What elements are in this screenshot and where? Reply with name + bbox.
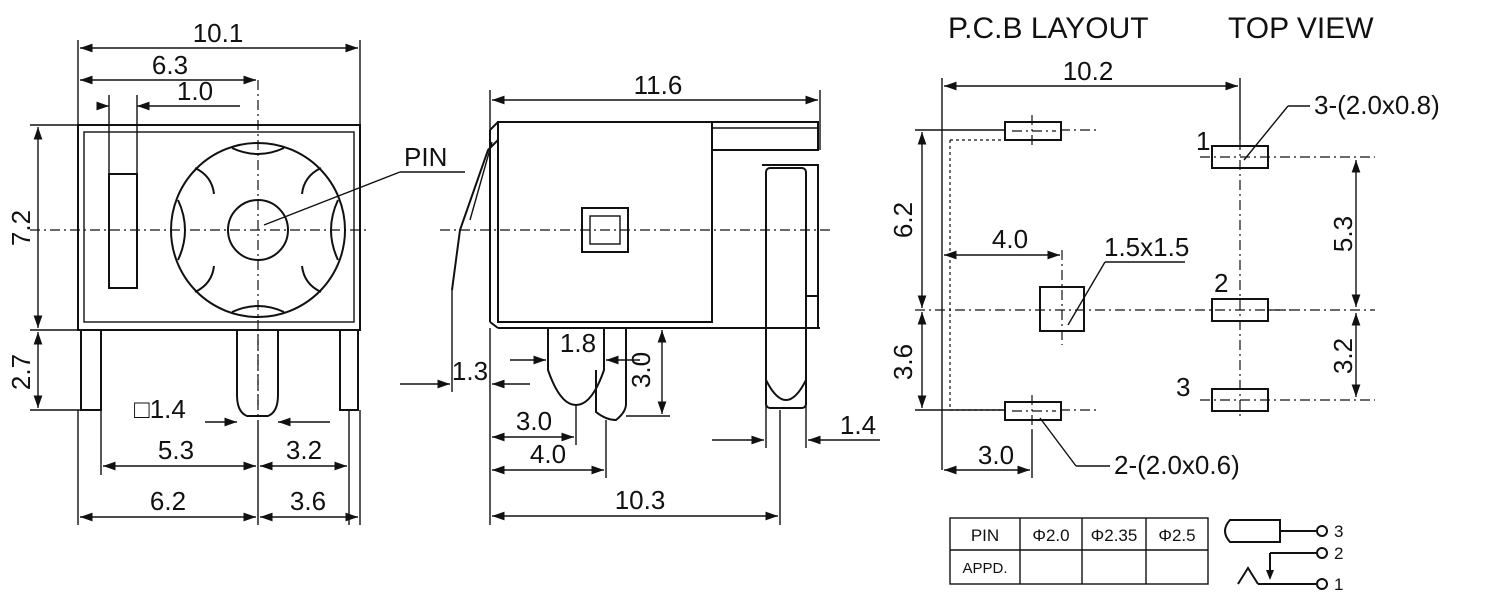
dim-10-2: 10.2 <box>1063 56 1114 86</box>
dim-base-left: 6.2 <box>150 486 186 516</box>
dim-front-width: 10.1 <box>193 18 244 48</box>
schematic-plug <box>1224 519 1281 543</box>
front-slot <box>108 173 138 289</box>
dim-6-2: 6.2 <box>888 202 918 238</box>
pads-small-size: 2-(2.0x0.6) <box>1114 450 1240 480</box>
front-pin-center <box>236 330 279 417</box>
pcb-pin-3-label: 3 <box>1176 372 1190 402</box>
side-pin-2 <box>595 328 627 422</box>
pads-large-size: 3-(2.0x0.8) <box>1314 90 1440 120</box>
dim-pcb-4-0: 4.0 <box>992 224 1028 254</box>
leader-square-pad <box>1067 261 1106 326</box>
front-body-inner <box>83 131 355 323</box>
dim-front-pin-len: 2.7 <box>6 354 36 390</box>
dim-1-3: 1.3 <box>452 356 488 386</box>
dim-3-6: 3.6 <box>888 344 918 380</box>
spec-table: PIN Φ2.0 Φ2.35 Φ2.5 APPD. <box>949 517 1209 585</box>
side-view: 11.6 1.3 1.8 3.0 3.0 4.0 10.3 1.4 <box>400 70 880 525</box>
pcb-title: P.C.B LAYOUT <box>948 12 1149 45</box>
schematic-terminal-3: 3 <box>1334 522 1343 541</box>
dim-right-pins: 3.2 <box>286 435 322 465</box>
dim-3-2: 3.2 <box>1328 338 1358 374</box>
dim-side-length: 11.6 <box>634 70 683 100</box>
dim-front-height: 7.2 <box>6 210 36 246</box>
dim-pcb-3-0: 3.0 <box>978 440 1014 470</box>
front-view: 10.1 6.3 1.0 7.2 2.7 □1.4 5.3 3.2 <box>6 18 465 525</box>
pcb-pad-top-left <box>1004 121 1062 141</box>
dim-3-0: 3.0 <box>516 406 552 436</box>
pin-leader <box>263 171 401 226</box>
table-header-d235: Φ2.35 <box>1091 526 1138 545</box>
dim-1-4: 1.4 <box>840 410 876 440</box>
leader-small-pads <box>1039 417 1077 467</box>
pcb-pad-bottom-left <box>1004 401 1062 421</box>
dim-front-slot: 1.0 <box>177 76 213 106</box>
pin-label: PIN <box>404 142 447 172</box>
front-pin-left <box>80 329 102 411</box>
front-pin-right <box>339 329 359 411</box>
pcb-pin-2-label: 2 <box>1214 268 1228 298</box>
schematic-terminal-2: 2 <box>1334 544 1343 563</box>
top-view-title: TOP VIEW <box>1228 12 1374 45</box>
table-row-appd: APPD. <box>962 560 1007 577</box>
pcb-layout: P.C.B LAYOUT TOP VIEW 10.2 6.2 3.6 <box>888 12 1440 480</box>
dim-1-8: 1.8 <box>560 328 596 358</box>
schematic: 3 2 1 <box>1224 519 1343 594</box>
dim-10-3: 10.3 <box>615 485 666 515</box>
leader-large-pads <box>1243 105 1289 161</box>
dim-5-3: 5.3 <box>1328 216 1358 252</box>
dim-4-0: 4.0 <box>530 439 566 469</box>
dim-pin-square: □1.4 <box>134 394 186 424</box>
front-body-outline <box>77 124 361 331</box>
schematic-terminal-1: 1 <box>1334 575 1343 594</box>
side-body <box>497 121 713 323</box>
dim-3-0-vertical: 3.0 <box>626 352 656 388</box>
table-header-d25: Φ2.5 <box>1158 526 1195 545</box>
table-header-pin: PIN <box>971 526 999 545</box>
dim-left-pins: 5.3 <box>158 435 194 465</box>
dim-front-center: 6.3 <box>152 50 188 80</box>
side-right-leg <box>765 167 807 409</box>
table-header-d20: Φ2.0 <box>1032 526 1069 545</box>
pcb-pin-1-label: 1 <box>1196 126 1210 156</box>
pad-square-size: 1.5x1.5 <box>1104 232 1189 262</box>
dim-base-right: 3.6 <box>290 486 326 516</box>
